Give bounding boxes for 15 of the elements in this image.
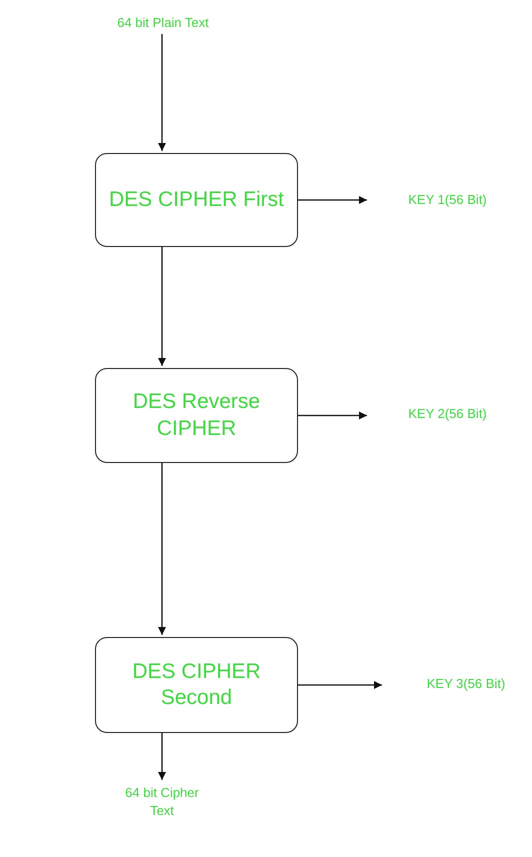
text-label: KEY 1(56 Bit) xyxy=(385,190,510,210)
arrow xyxy=(298,196,367,204)
arrow xyxy=(298,412,367,420)
arrow xyxy=(158,34,166,151)
text-label: 64 bit Plain Text xyxy=(100,12,226,34)
text-label: 64 bit Cipher Text xyxy=(115,782,209,822)
process-box: DES CIPHER First xyxy=(95,153,298,247)
arrow xyxy=(298,681,382,689)
process-box: DES CIPHER Second xyxy=(95,637,298,733)
text-label: KEY 2(56 Bit) xyxy=(385,404,510,424)
arrow xyxy=(158,733,166,780)
arrow xyxy=(158,247,166,366)
text-label: KEY 3(56 Bit) xyxy=(400,674,532,694)
process-box: DES Reverse CIPHER xyxy=(95,368,298,463)
arrow xyxy=(158,463,166,635)
